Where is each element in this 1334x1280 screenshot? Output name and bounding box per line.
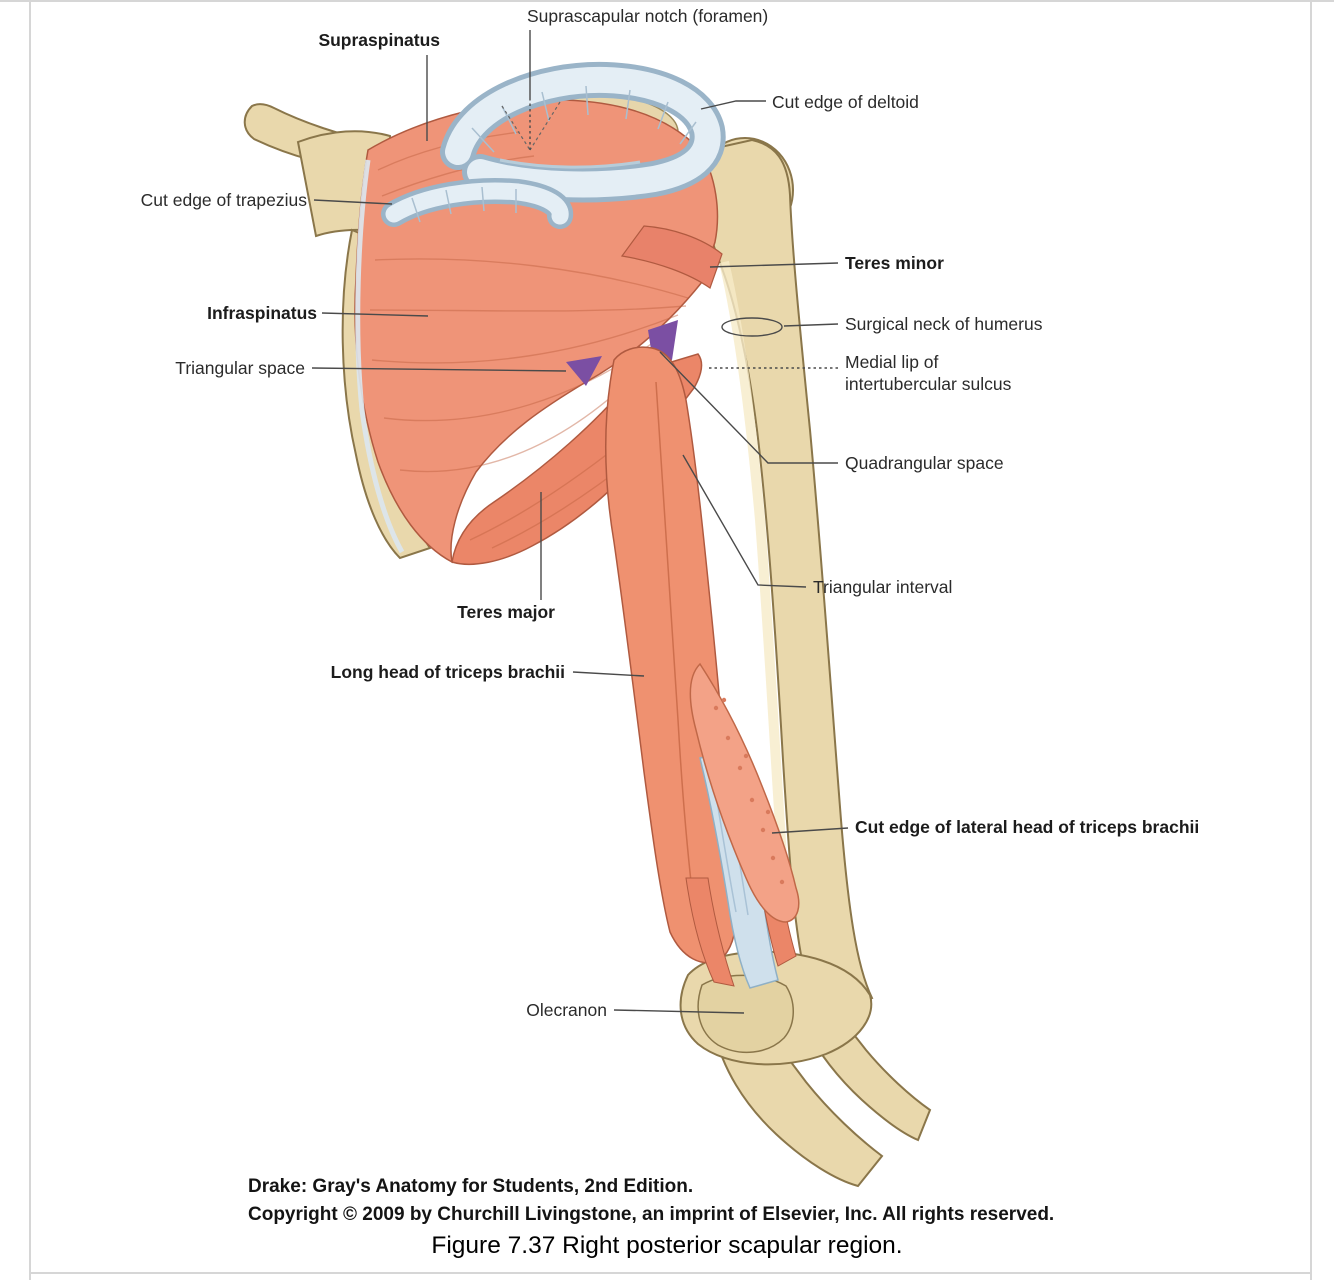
label-medial-lip-of-intertubercular-sulcus: Medial lip of intertubercular sulcus [845, 352, 1012, 394]
trapezius-cut-edge [381, 177, 574, 229]
label-cut-edge-of-deltoid: Cut edge of deltoid [772, 92, 919, 112]
label-cut-edge-of-trapezius: Cut edge of trapezius [140, 190, 307, 210]
notch-dotted-guide [501, 101, 561, 151]
label-surgical-neck-of-humerus: Surgical neck of humerus [845, 314, 1043, 334]
label-supraspinatus: Supraspinatus [318, 30, 440, 50]
frame-top-border [0, 0, 1334, 2]
triceps-lateral-head-cut [689, 662, 800, 923]
figure-caption: Figure 7.37 Right posterior scapular reg… [431, 1232, 903, 1259]
frame-left-border [29, 0, 31, 1280]
triceps-seam [655, 381, 695, 909]
label-triangular-interval: Triangular interval [813, 577, 953, 597]
olecranon-bone [697, 974, 794, 1054]
frame-right-border [1310, 0, 1312, 1280]
label-infraspinatus: Infraspinatus [207, 303, 317, 323]
frame-bottom-border [29, 1272, 1312, 1274]
label-long-head-of-triceps-brachii: Long head of triceps brachii [330, 662, 565, 682]
fascia-edge [355, 159, 405, 554]
label-quadrangular-space: Quadrangular space [845, 453, 1004, 473]
label-cut-edge-of-lateral-head: Cut edge of lateral head of triceps brac… [855, 817, 1200, 837]
triceps-long-head-muscle [605, 346, 738, 964]
label-teres-minor: Teres minor [845, 253, 944, 273]
teres-minor-muscle [620, 225, 723, 289]
credit-line-1: Drake: Gray's Anatomy for Students, 2nd … [248, 1176, 694, 1197]
label-olecranon: Olecranon [526, 1000, 607, 1020]
label-triangular-space: Triangular space [175, 358, 305, 378]
deltoid-cut-edge [440, 61, 726, 203]
label-suprascapular-notch: Suprascapular notch (foramen) [527, 6, 769, 26]
surgical-neck-loop [721, 317, 783, 337]
leader-lines [311, 30, 849, 1014]
label-teres-major: Teres major [457, 602, 555, 622]
credit-line-2: Copyright © 2009 by Churchill Livingston… [248, 1204, 1055, 1225]
